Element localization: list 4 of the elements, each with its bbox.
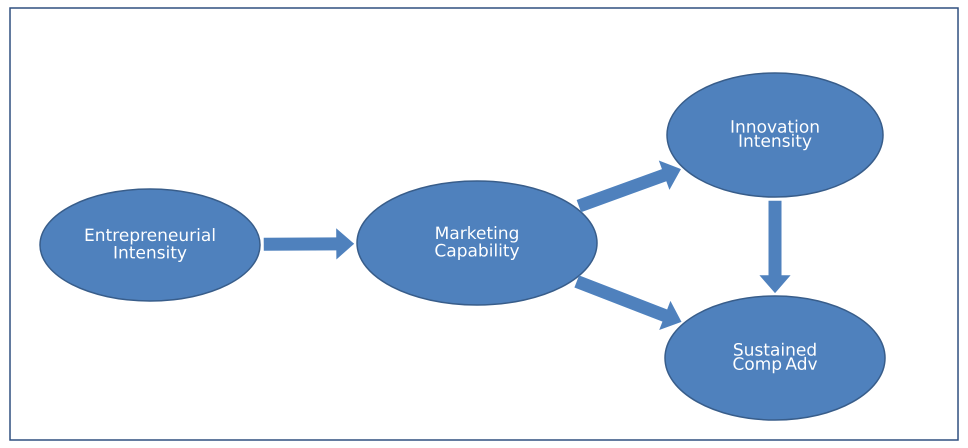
ellipse-node: Sustained Comp Adv [664,295,886,421]
ellipse-node: Marketing Capability [356,180,598,306]
ellipse-node: Innovation Intensity [666,72,884,198]
ellipse-node: Entrepreneurial Intensity [39,188,261,302]
